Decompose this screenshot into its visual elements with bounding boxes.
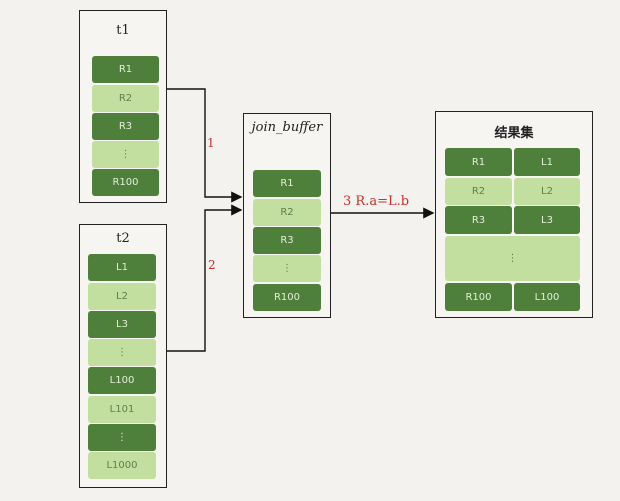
- arrow-2-line: [156, 204, 243, 352]
- t1-row: R3: [92, 113, 159, 140]
- t2-row: L1: [88, 254, 156, 281]
- t1-row: ⋮: [92, 141, 159, 168]
- result-set-title: 结果集: [494, 126, 534, 141]
- arrow-1-label: 1: [207, 136, 215, 150]
- t1-row: R1: [92, 56, 159, 83]
- join-buffer-row: R1: [253, 170, 321, 197]
- result-cell: R1: [445, 148, 512, 176]
- join-buffer-row: R100: [253, 284, 321, 311]
- result-cell: R3: [445, 206, 512, 234]
- arrow-2-label: 2: [208, 258, 216, 272]
- result-cell: R100: [445, 283, 512, 311]
- join-buffer: join_buffer R1 R2 R3 ⋮ R100: [243, 113, 331, 318]
- result-set: 结果集 R1 L1 R2 L2 R3 L3 ⋮ R100 L100: [435, 111, 593, 318]
- arrow-1-line: [167, 88, 243, 203]
- t2-row: L1000: [88, 452, 156, 479]
- result-cell: L2: [514, 178, 580, 205]
- join-buffer-title: join_buffer: [251, 120, 323, 135]
- arrow-3-label: 3 R.a=L.b: [343, 194, 410, 209]
- t2-row: L101: [88, 396, 156, 423]
- table-t1: t1 R1 R2 R3 ⋮ R100: [79, 10, 167, 203]
- t2-row: L3: [88, 311, 156, 338]
- join-buffer-row: R3: [253, 227, 321, 254]
- t1-row: R100: [92, 169, 159, 196]
- t1-row: R2: [92, 85, 159, 112]
- table-t1-title: t1: [116, 23, 130, 38]
- result-cell: L3: [514, 206, 580, 234]
- t2-row: L2: [88, 283, 156, 310]
- t2-row: ⋮: [88, 339, 156, 366]
- join-buffer-row: ⋮: [253, 255, 321, 282]
- result-cell: ⋮: [445, 236, 580, 281]
- join-buffer-row: R2: [253, 199, 321, 226]
- t2-row: ⋮: [88, 424, 156, 451]
- table-t2: t2 L1 L2 L3 ⋮ L100 L101 ⋮ L1000: [79, 224, 167, 488]
- result-cell: R2: [445, 178, 512, 205]
- table-t2-title: t2: [116, 231, 130, 246]
- result-cell: L1: [514, 148, 580, 176]
- result-cell: L100: [514, 283, 580, 311]
- t2-row: L100: [88, 367, 156, 394]
